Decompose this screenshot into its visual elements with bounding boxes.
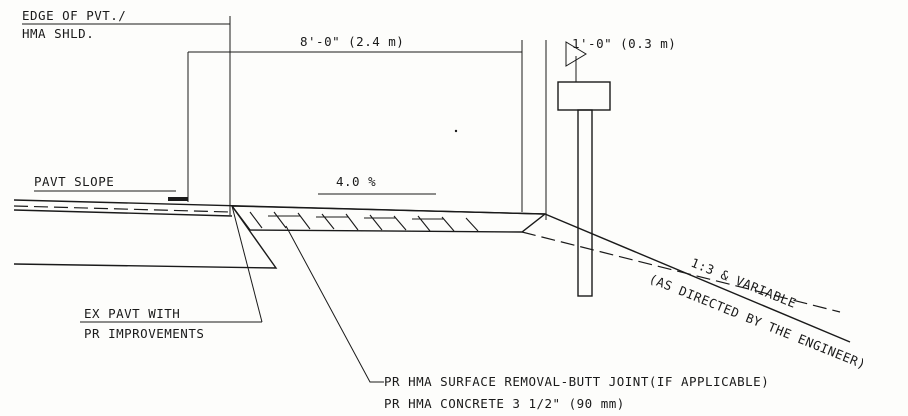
surface-removal-leader [285,225,384,383]
edge-of-pavement-label-line2: HMA SHLD. [22,26,94,41]
hma-hatching [249,211,479,232]
butt-joint-removal-wedge [13,205,278,269]
existing-pavement-base [13,209,233,217]
hma-concrete-note: PR HMA CONCRETE 3 1/2" (90 mm) [384,396,625,411]
subgrade-dashed-line [521,231,841,313]
ex-pavement-label-line1: EX PAVT WITH [84,306,180,321]
width-dimension-label: 8'-0" (2.4 m) [300,34,404,49]
guardrail-post [577,109,593,297]
existing-pavement-underside [13,205,231,213]
edge-of-pavement-label-line1: EDGE OF PVT./ [22,8,126,23]
surface-removal-note: PR HMA SURFACE REMOVAL-BUTT JOINT(IF APP… [384,374,769,389]
edge-marker [168,197,188,201]
side-slope-line [544,213,851,343]
offset-dimension-label: 1'-0" (0.3 m) [572,36,676,51]
pavement-slope-label: PAVT SLOPE [34,174,114,189]
ex-pavement-leader [231,205,263,323]
slope-percent-label: 4.0 % [336,174,376,189]
guardrail-blockout [557,81,611,111]
stray-mark [454,129,458,133]
ex-pavement-label-line2: PR IMPROVEMENTS [84,326,204,341]
